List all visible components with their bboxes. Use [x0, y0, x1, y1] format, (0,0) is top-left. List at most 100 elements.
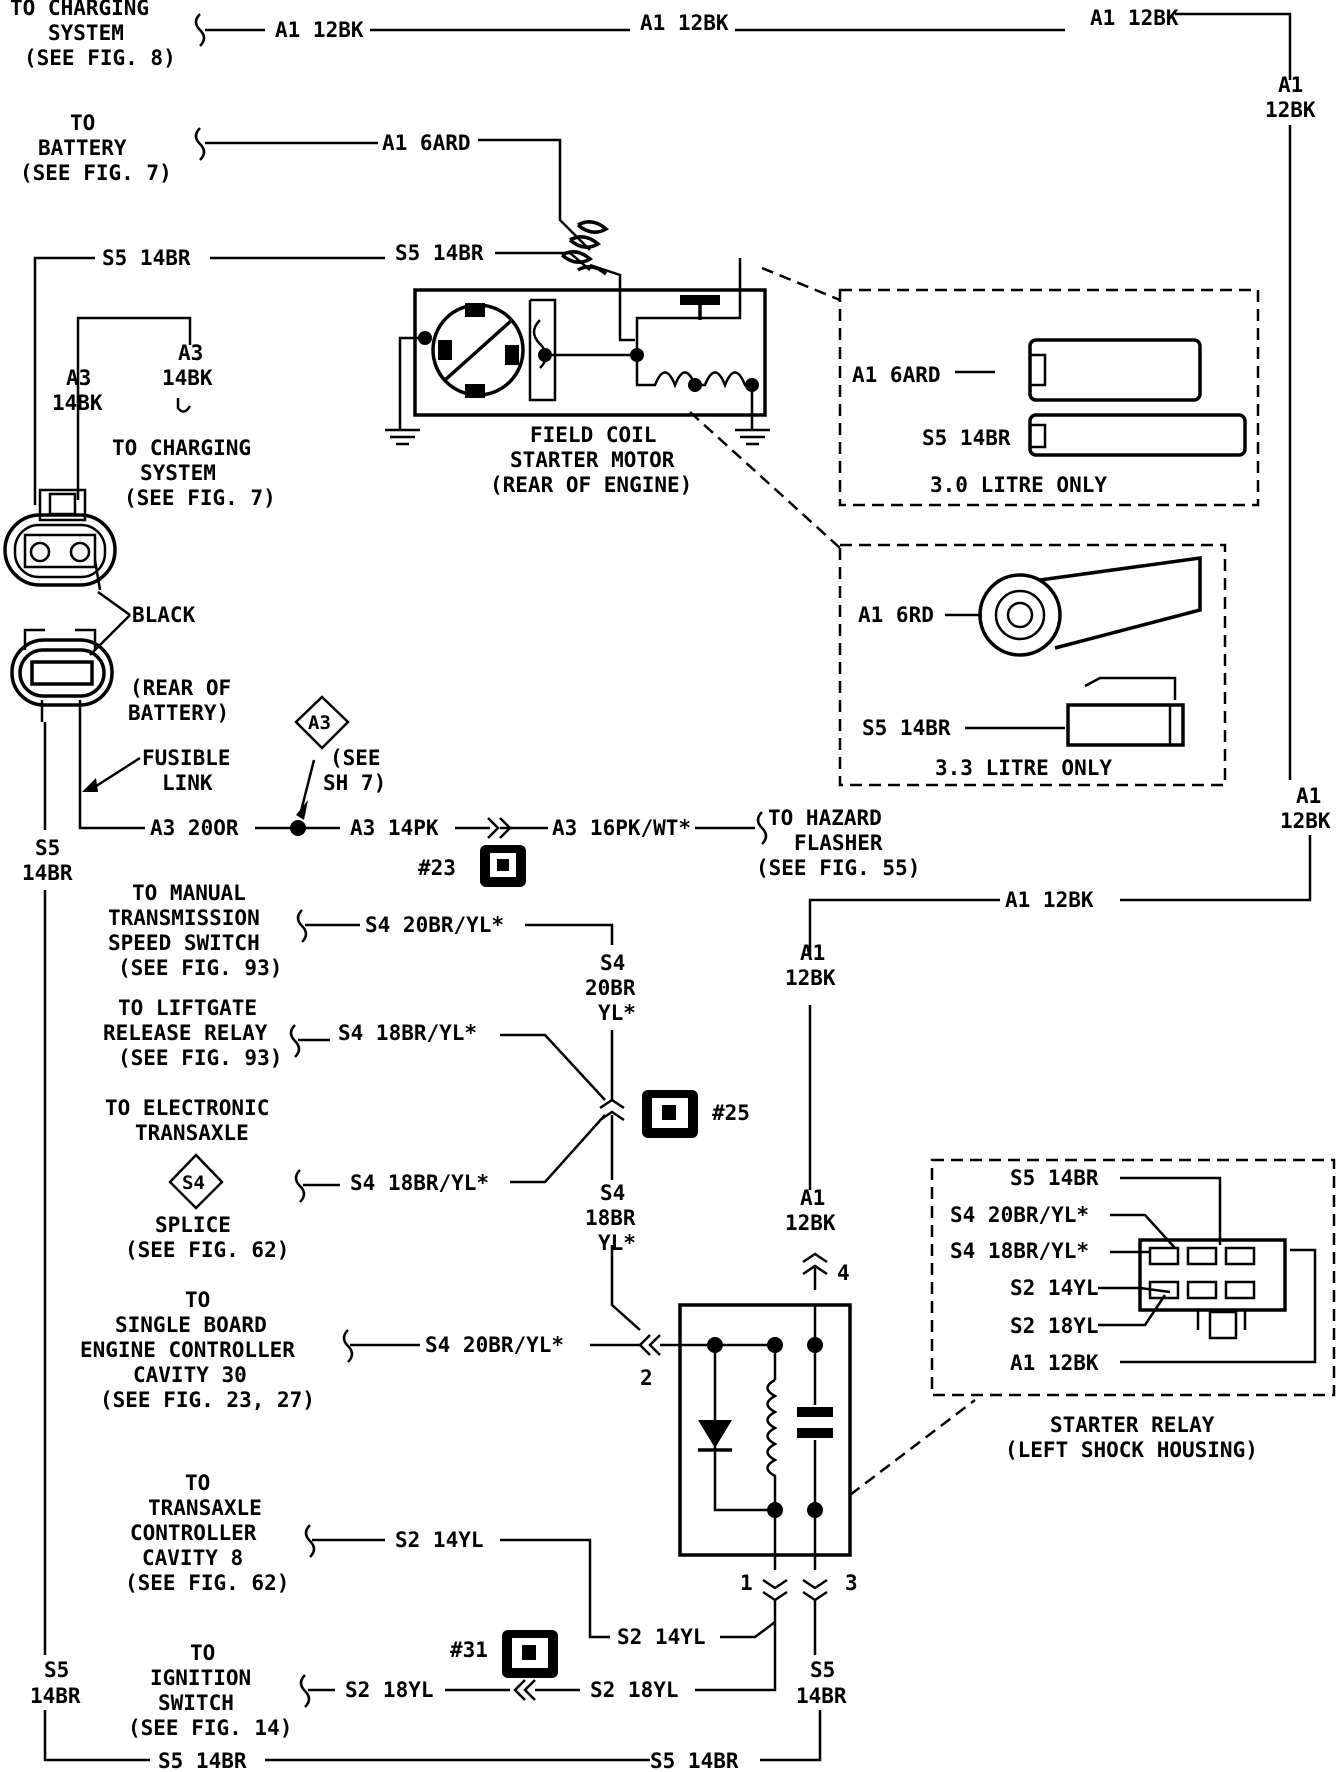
- svg-text:(SEE FIG. 8): (SEE FIG. 8): [24, 46, 176, 70]
- connector-hazard-chevrons: [487, 817, 512, 839]
- wire-s5-left-vertical: [43, 722, 822, 1762]
- wire-label-a1-r2: A1: [1296, 784, 1321, 808]
- wire-label-s4-18br-yl-1: S4 18BR/YL*: [338, 1021, 477, 1045]
- leader-to-33-litre: [689, 411, 841, 549]
- black-label: BLACK: [132, 603, 196, 627]
- electronic-transaxle-label: TO ELECTRONIC TRANSAXLE: [105, 1096, 269, 1145]
- svg-text:SYSTEM: SYSTEM: [140, 461, 216, 485]
- svg-text:SYSTEM: SYSTEM: [48, 21, 124, 45]
- s4-splice-diamond: S4: [168, 1153, 224, 1210]
- wire-s4-18br-liftgate: [298, 1033, 606, 1101]
- wire-label-s4-a: S4: [600, 951, 625, 975]
- starter-relay-schematic: [678, 1252, 852, 1602]
- charging-mid-break: [176, 398, 192, 413]
- pin-1-label: 1: [740, 1571, 753, 1595]
- svg-text:S4 18BR/YL*: S4 18BR/YL*: [950, 1239, 1089, 1263]
- wire-label-a1-r3: A1: [800, 941, 825, 965]
- svg-text:(SEE FIG. 7): (SEE FIG. 7): [124, 486, 276, 510]
- svg-text:SPEED SWITCH: SPEED SWITCH: [108, 931, 260, 955]
- battery-break-mark: [194, 127, 206, 161]
- field-coil-starter-motor: [385, 220, 770, 446]
- wire-label-14bk-r: 14BK: [162, 366, 213, 390]
- svg-text:(SEE FIG. 14): (SEE FIG. 14): [128, 1716, 292, 1740]
- wire-s4-18br-elec: [303, 1114, 606, 1187]
- litre-33-box: A1 6RD S5 14BR 3.3 LITRE ONLY: [838, 543, 1227, 787]
- transaxle-break: [304, 1524, 316, 1558]
- pin-2-label: 2: [640, 1366, 653, 1390]
- wire-s4-20br-top: [305, 923, 614, 945]
- black-leader: [89, 590, 131, 656]
- wire-label-s5-l2: S5: [44, 1658, 69, 1682]
- sbec-label: TO SINGLE BOARD ENGINE CONTROLLER CAVITY…: [80, 1288, 315, 1412]
- wire-label-s4-20br-yl-1: S4 20BR/YL*: [365, 913, 504, 937]
- svg-text:S4 20BR/YL*: S4 20BR/YL*: [950, 1203, 1089, 1227]
- svg-text:(REAR OF: (REAR OF: [130, 676, 231, 700]
- wire-label-a1-12bk-4: A1 12BK: [1005, 888, 1094, 912]
- svg-text:A1 6ARD: A1 6ARD: [852, 363, 941, 387]
- svg-text:(SEE FIG. 62): (SEE FIG. 62): [125, 1571, 289, 1595]
- connector-25-icon: [642, 1090, 698, 1138]
- ignition-chevrons: [513, 1679, 536, 1701]
- svg-text:TO CHARGING: TO CHARGING: [112, 436, 251, 460]
- field-coil-label: FIELD COIL STARTER MOTOR (REAR OF ENGINE…: [490, 423, 692, 497]
- wire-label-14br-l1: 14BR: [22, 861, 73, 885]
- svg-text:(SEE FIG. 55): (SEE FIG. 55): [756, 856, 920, 880]
- wire-label-a3-16pk: A3 16PK/WT*: [552, 816, 691, 840]
- svg-text:(SEE FIG. 93): (SEE FIG. 93): [118, 956, 282, 980]
- connector-31-icon: [502, 1630, 558, 1678]
- svg-text:S5 14BR: S5 14BR: [1010, 1166, 1099, 1190]
- svg-text:TRANSAXLE: TRANSAXLE: [135, 1121, 249, 1145]
- ignition-label: TO IGNITION SWITCH (SEE FIG. 14): [128, 1641, 292, 1740]
- wire-label-a1-12bk-3: A1 12BK: [1090, 6, 1179, 30]
- svg-text:TO LIFTGATE: TO LIFTGATE: [118, 996, 257, 1020]
- charging-mid-label: TO CHARGING SYSTEM (SEE FIG. 7): [112, 436, 276, 510]
- wire-s4-vertical: [610, 1030, 641, 1331]
- charging-break-mark: [194, 13, 206, 47]
- svg-text:(SEE FIG. 93): (SEE FIG. 93): [118, 1046, 282, 1070]
- svg-text:FUSIBLE: FUSIBLE: [142, 746, 231, 770]
- svg-text:FIELD COIL: FIELD COIL: [530, 423, 656, 447]
- splice-label: SPLICE (SEE FIG. 62): [125, 1213, 289, 1262]
- svg-text:(REAR OF ENGINE): (REAR OF ENGINE): [490, 473, 692, 497]
- starter-relay-pinout-box: S5 14BR S4 20BR/YL* S4 18BR/YL* S2 14YL …: [930, 1158, 1336, 1397]
- wire-label-yl-b: YL*: [598, 1231, 636, 1255]
- svg-text:S2 18YL: S2 18YL: [1010, 1314, 1099, 1338]
- svg-text:TRANSMISSION: TRANSMISSION: [108, 906, 260, 930]
- svg-text:CAVITY 30: CAVITY 30: [133, 1363, 247, 1387]
- svg-text:SINGLE BOARD: SINGLE BOARD: [115, 1313, 267, 1337]
- svg-text:(SEE: (SEE: [330, 746, 381, 770]
- leader-to-30-litre: [761, 266, 841, 302]
- electronic-break: [294, 1169, 306, 1203]
- svg-text:(LEFT SHOCK HOUSING): (LEFT SHOCK HOUSING): [1005, 1438, 1258, 1462]
- wire-label-18br: 18BR: [585, 1206, 636, 1230]
- connector-number-23: #23: [418, 856, 456, 880]
- wire-label-a3-l: A3: [66, 366, 91, 390]
- svg-text:TO CHARGING: TO CHARGING: [10, 0, 149, 20]
- svg-text:TO: TO: [185, 1471, 210, 1495]
- svg-text:S4: S4: [182, 1172, 205, 1194]
- pin-3-label: 3: [845, 1571, 858, 1595]
- transaxle-label: TO TRANSAXLE CONTROLLER CAVITY 8 (SEE FI…: [125, 1471, 289, 1595]
- wire-label-a1-r4: A1: [800, 1186, 825, 1210]
- svg-text:S5 14BR: S5 14BR: [922, 426, 1011, 450]
- liftgate-label: TO LIFTGATE RELEASE RELAY (SEE FIG. 93): [103, 996, 282, 1070]
- wire-label-s5-r: S5: [810, 1658, 835, 1682]
- wire-label-s2-18yl-2: S2 18YL: [590, 1678, 679, 1702]
- wire-label-a1-12bk-2: A1 12BK: [640, 11, 729, 35]
- liftgate-break: [289, 1024, 301, 1058]
- svg-text:TO: TO: [70, 111, 95, 135]
- svg-text:STARTER RELAY: STARTER RELAY: [1050, 1413, 1215, 1437]
- svg-text:SH 7): SH 7): [323, 771, 386, 795]
- svg-text:CAVITY 8: CAVITY 8: [142, 1546, 243, 1570]
- manual-break: [296, 909, 308, 943]
- wire-label-14br-l2: 14BR: [30, 1684, 81, 1708]
- wire-label-14br-r: 14BR: [796, 1684, 847, 1708]
- svg-text:TO ELECTRONIC: TO ELECTRONIC: [105, 1096, 269, 1120]
- svg-text:TO HAZARD: TO HAZARD: [768, 806, 882, 830]
- wire-label-s5-14br-b1: S5 14BR: [158, 1749, 247, 1772]
- hazard-break-mark: [756, 811, 768, 845]
- wire-a1-6ard: [205, 138, 591, 251]
- wire-label-12bk-r2: 12BK: [1280, 809, 1331, 833]
- manual-trans-label: TO MANUAL TRANSMISSION SPEED SWITCH (SEE…: [108, 881, 282, 980]
